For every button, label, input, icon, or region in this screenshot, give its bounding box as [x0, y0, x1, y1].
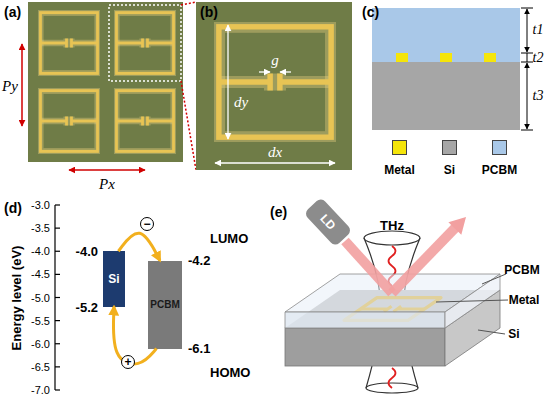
legend-swatch — [442, 140, 457, 155]
dimension-arrow — [227, 25, 228, 139]
tick-label: -5.0 — [31, 292, 50, 303]
node-text: PCBM — [150, 300, 179, 310]
charge-symbol: + — [121, 355, 135, 369]
laser-beam — [392, 227, 456, 293]
panel-label: (d) — [4, 201, 22, 215]
period-label: Py — [2, 79, 18, 94]
beam-label: THz — [380, 219, 404, 232]
legend-text: PCBM — [482, 164, 517, 176]
si-front — [285, 328, 445, 366]
resonator — [40, 91, 97, 152]
panel-label: (a) — [4, 5, 21, 19]
period-label: Px — [99, 177, 115, 192]
thickness-marks — [521, 8, 533, 130]
zoom-line — [181, 81, 196, 170]
node-text: Si — [108, 273, 119, 285]
tick-label: -7.0 — [31, 385, 50, 396]
laser-beam — [345, 241, 392, 293]
dimension-label: dy — [234, 95, 248, 110]
thickness-label: t1 — [533, 23, 544, 37]
dimension-arrow — [259, 71, 270, 72]
legend-text: Metal — [384, 164, 415, 176]
part-label: Si — [508, 328, 519, 340]
metal-strip — [440, 53, 452, 62]
tick-label: -6.0 — [31, 338, 50, 349]
laser-diode-box: LD — [304, 197, 353, 247]
part-label: Metal — [509, 294, 540, 306]
node-text: LD — [318, 212, 338, 232]
legend-swatch — [392, 140, 407, 155]
resonator — [116, 13, 173, 74]
energy-axis — [55, 205, 60, 390]
pcbm-layer — [372, 8, 520, 62]
micrograph — [28, 2, 183, 162]
orbital-label: HOMO — [210, 366, 250, 379]
part-label: PCBM — [504, 264, 539, 276]
energy-band-bar: Si — [103, 251, 125, 307]
zoom-line — [181, 2, 196, 5]
tick-label: -5.5 — [31, 315, 50, 326]
panel-label: (e) — [270, 205, 287, 219]
transfer-arrow — [113, 307, 156, 364]
tick-label: -3.5 — [31, 223, 50, 234]
dimension-label: dx — [268, 145, 282, 160]
laser-arrowhead — [448, 217, 466, 235]
period-arrow — [69, 169, 145, 171]
tick-label: -4.5 — [31, 269, 50, 280]
dimension-arrow — [215, 162, 335, 163]
tick-label: -3.0 — [31, 200, 50, 211]
panel-label: (b) — [200, 5, 218, 19]
resonator — [40, 13, 97, 74]
si-substrate — [372, 62, 520, 130]
energy-value: -4.2 — [188, 254, 210, 267]
micrograph — [196, 2, 352, 170]
charge-symbol: − — [140, 217, 154, 231]
period-arrow — [21, 44, 23, 126]
energy-band-bar: PCBM — [148, 261, 182, 349]
leader-lines — [436, 274, 508, 334]
transfer-arrow — [118, 233, 159, 260]
zoom-box — [109, 5, 181, 81]
panel-label: (c) — [362, 5, 379, 19]
resonator — [219, 27, 331, 137]
thickness-label: t3 — [533, 89, 544, 103]
pcbm-front — [285, 312, 445, 328]
orbital-label: LUMO — [210, 232, 248, 245]
legend-text: Si — [444, 164, 455, 176]
resonator — [116, 91, 173, 152]
dimension-label: g — [271, 53, 279, 68]
axis-title: Energy level (eV) — [10, 246, 23, 351]
energy-value: -6.1 — [188, 342, 210, 355]
energy-value: -4.0 — [76, 245, 98, 258]
dimension-arrow — [280, 71, 291, 72]
tick-label: -6.5 — [31, 361, 50, 372]
legend-swatch — [492, 140, 507, 155]
metal-strip — [484, 53, 496, 62]
tick-label: -4.0 — [31, 246, 50, 257]
thickness-label: t2 — [533, 51, 544, 65]
thz-wave — [389, 368, 396, 388]
energy-value: -5.2 — [76, 301, 98, 314]
metal-strip — [396, 53, 408, 62]
